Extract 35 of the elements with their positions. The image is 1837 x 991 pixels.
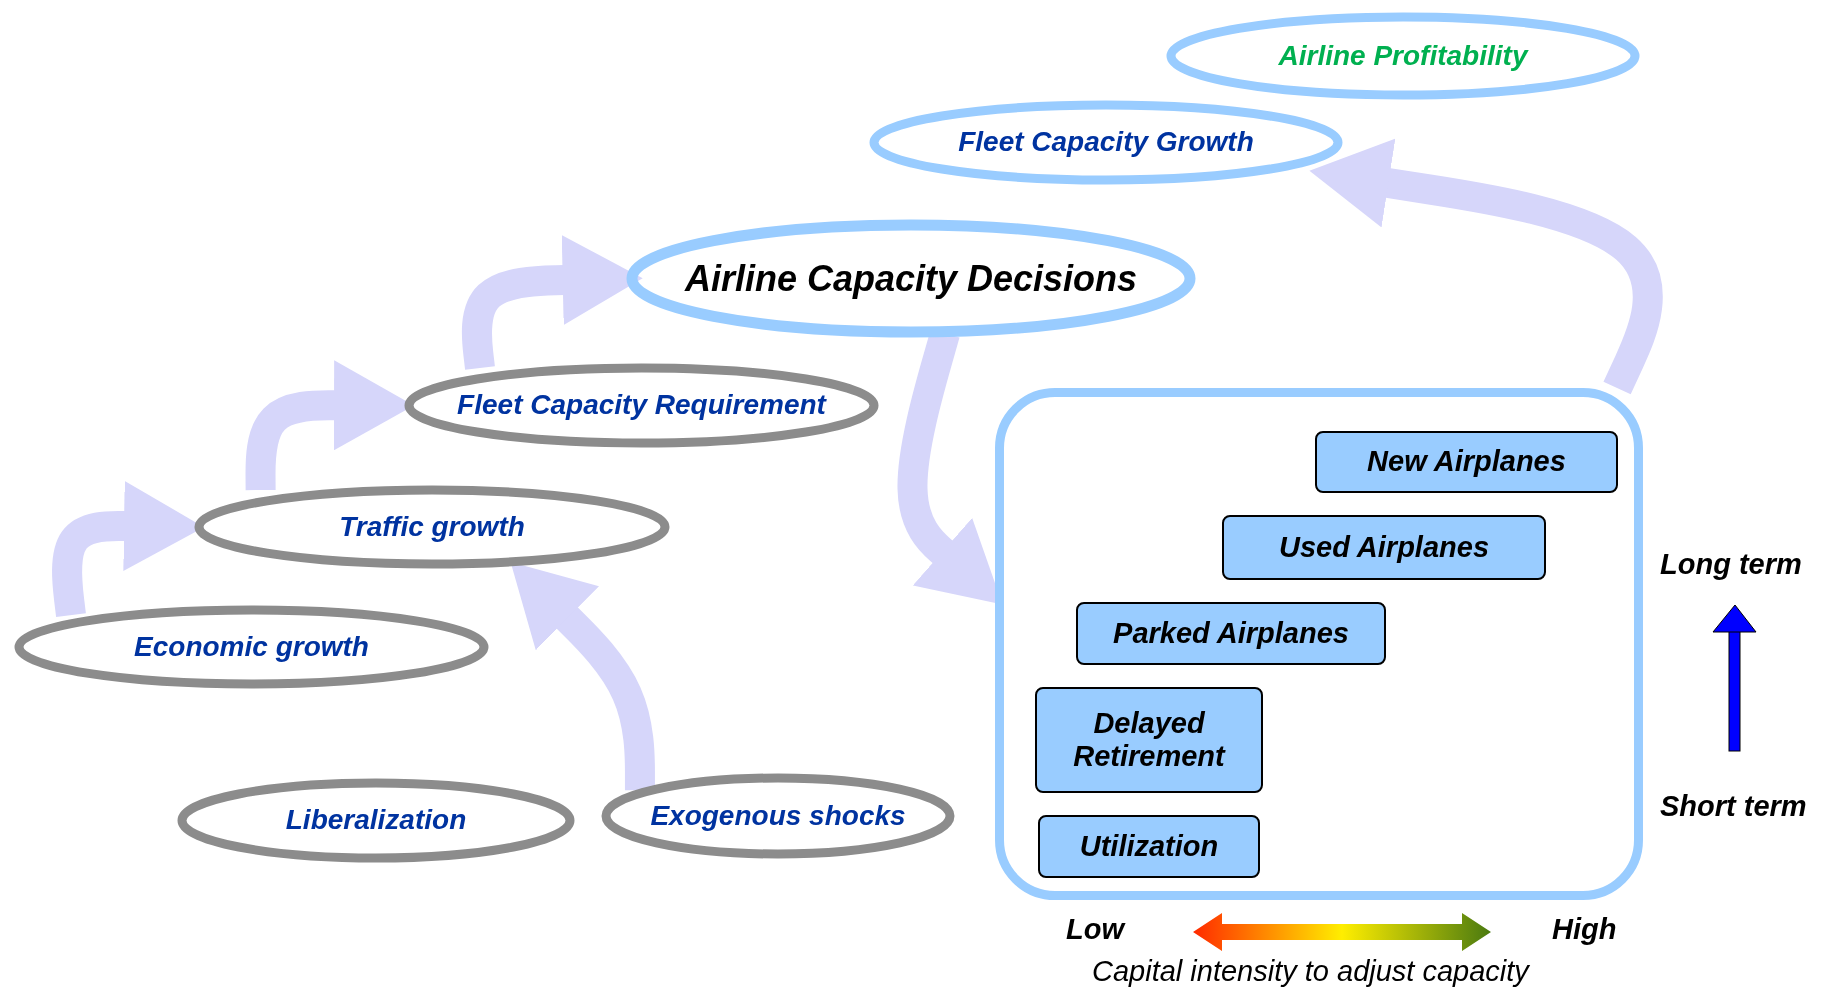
option-box xyxy=(1035,687,1263,793)
curved-arrow xyxy=(461,235,643,370)
oval-node xyxy=(869,100,1343,185)
curved-arrow xyxy=(245,360,414,491)
scale-caption: Capital intensity to adjust capacity xyxy=(1092,955,1529,988)
axis-label: Long term xyxy=(1660,548,1802,581)
node-label: Fleet Capacity Growth xyxy=(958,126,1254,159)
node-label: Exogenous shocks xyxy=(650,799,906,833)
option-box xyxy=(1038,815,1260,878)
option-box xyxy=(1076,602,1386,665)
oval-node xyxy=(404,363,879,448)
option-box xyxy=(1222,515,1546,580)
node-label: Delayed Retirement xyxy=(1072,706,1227,774)
node-label: Utilization xyxy=(1079,829,1219,864)
node-label: Fleet Capacity Requirement xyxy=(457,389,826,422)
node-label: Airline Capacity Decisions xyxy=(684,257,1138,300)
scale-label: Low xyxy=(1066,913,1124,946)
node-label: Used Airplanes xyxy=(1278,530,1490,565)
options-panel xyxy=(995,388,1643,900)
node-label: Parked Airplanes xyxy=(1113,616,1349,651)
oval-node xyxy=(627,220,1195,337)
oval-node xyxy=(601,773,955,859)
node-label: Traffic growth xyxy=(339,510,525,544)
option-box xyxy=(1315,431,1618,493)
oval-node xyxy=(177,778,575,863)
node-label: New Airplanes xyxy=(1367,445,1566,479)
node-label: Airline Profitability xyxy=(1278,39,1528,73)
oval-node xyxy=(14,605,489,689)
curved-arrow xyxy=(1309,138,1663,395)
node-label: Liberalization xyxy=(285,804,467,837)
axis-label: Short term xyxy=(1660,790,1807,823)
node-label: Economic growth xyxy=(134,630,369,664)
oval-node xyxy=(194,485,670,569)
oval-node xyxy=(1166,12,1640,100)
scale-label: High xyxy=(1552,913,1617,946)
